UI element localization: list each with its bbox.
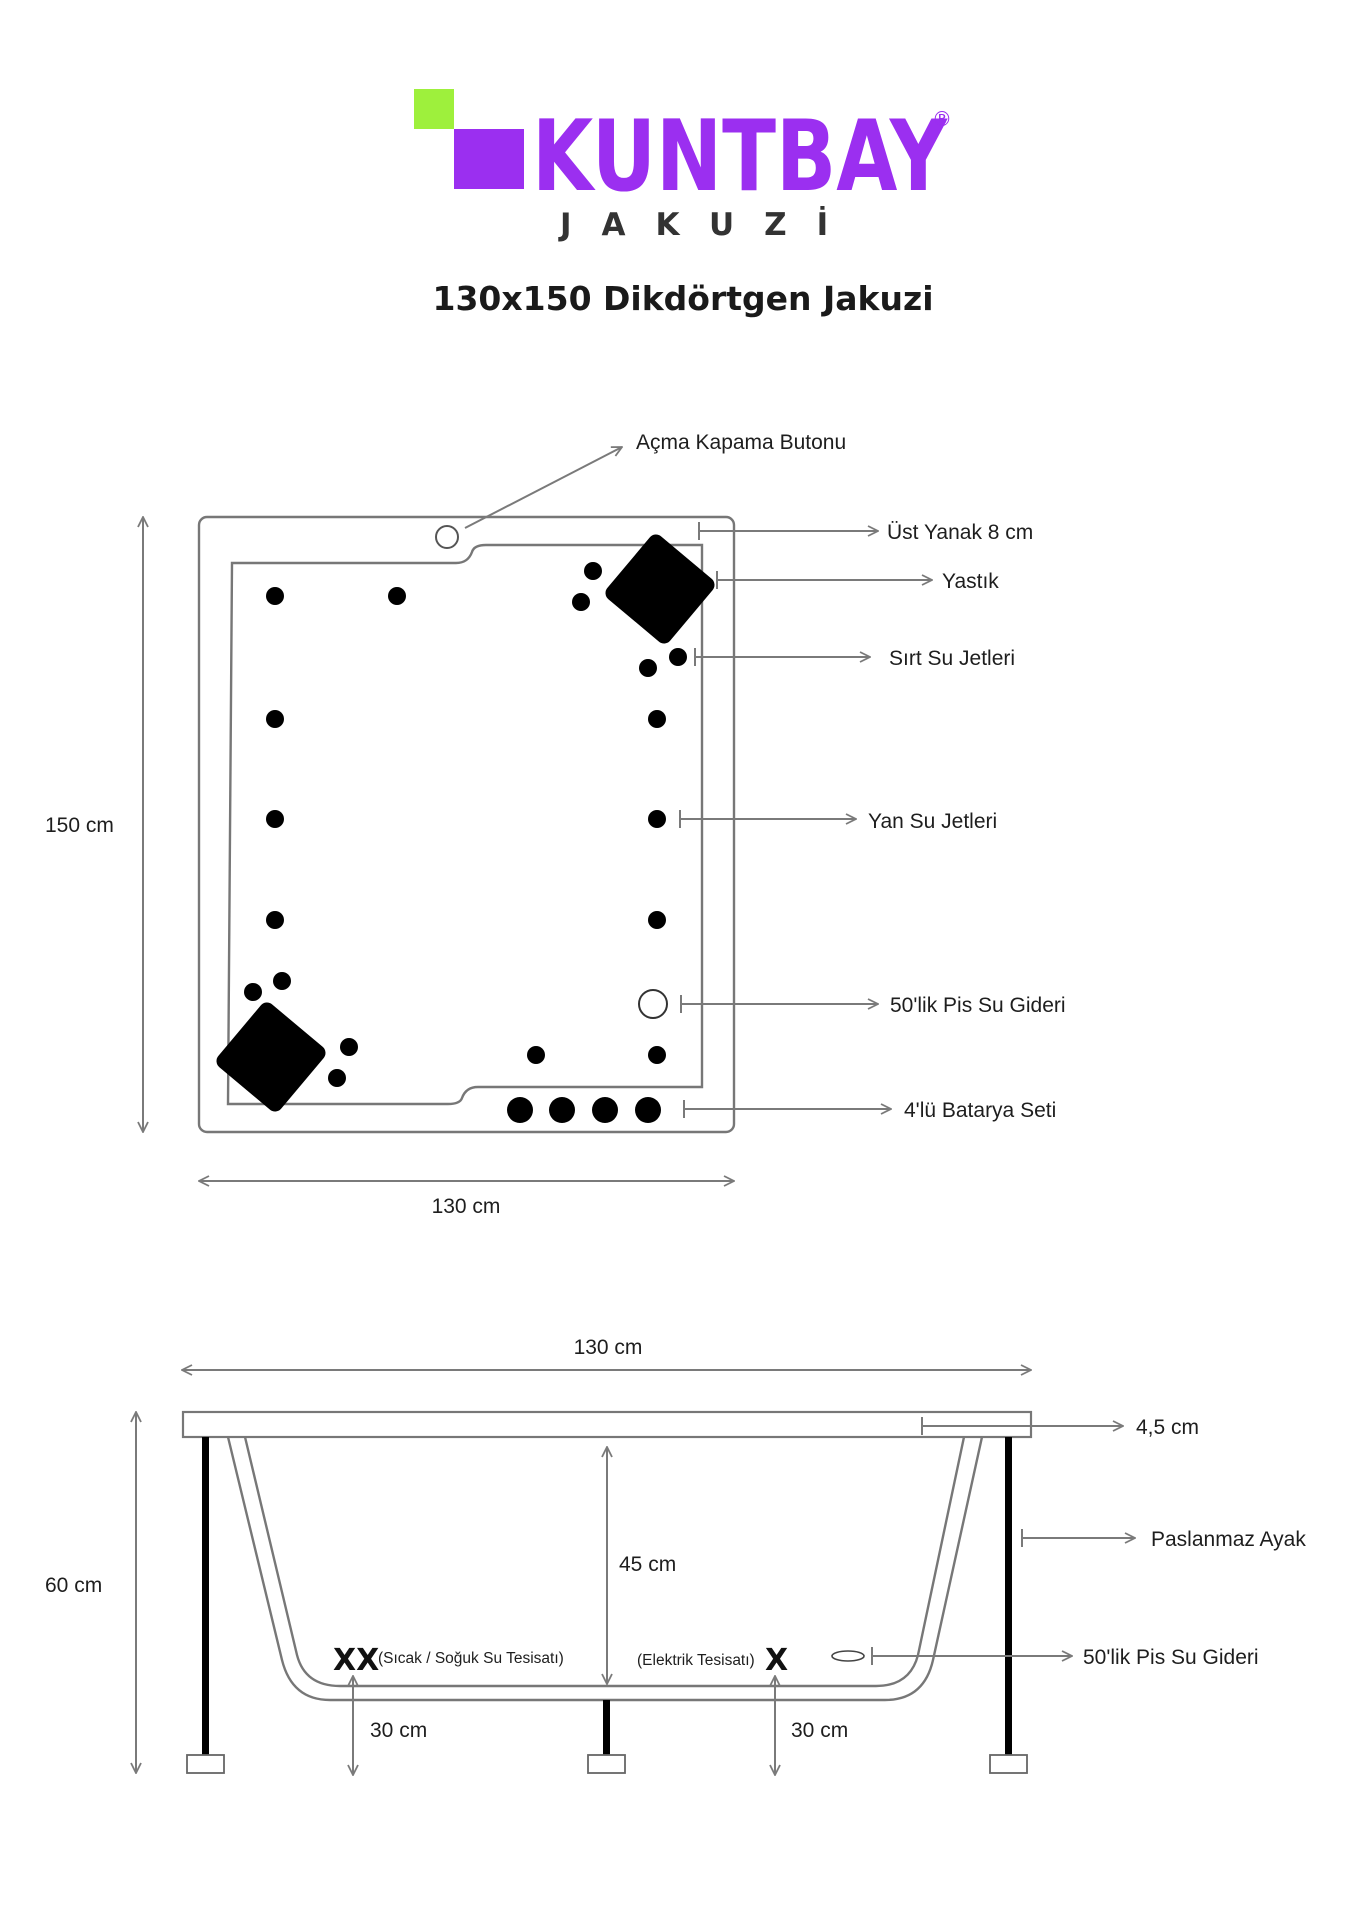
logo-purple-bar	[454, 129, 524, 189]
power-button-label: Açma Kapama Butonu	[636, 431, 846, 454]
leg-label: Paslanmaz Ayak	[1151, 1528, 1306, 1551]
side-width-dimension-label: 130 cm	[574, 1336, 643, 1359]
power-button-leader	[464, 447, 622, 529]
water-installation-mark: XX	[333, 1643, 379, 1678]
back-jet	[244, 983, 262, 1001]
foot-middle	[587, 1754, 626, 1774]
side-jets-label: Yan Su Jetleri	[868, 810, 997, 833]
back-jet	[328, 1069, 346, 1087]
drain-label: 50'lik Pis Su Gideri	[890, 994, 1066, 1017]
page-title: 130x150 Dikdörtgen Jakuzi	[432, 279, 933, 318]
battery-label: 4'lü Batarya Seti	[904, 1099, 1056, 1122]
pillow-label: Yastık	[942, 570, 999, 593]
width-dimension-label: 130 cm	[432, 1195, 501, 1218]
side-basin-inner	[243, 1436, 966, 1688]
side-jet	[648, 1046, 666, 1064]
brand-name: KUNTBAY	[532, 100, 948, 214]
power-button-icon	[435, 525, 459, 549]
side-jet	[266, 587, 284, 605]
side-height-dimension-label: 60 cm	[45, 1574, 102, 1597]
depth-dimension-label: 45 cm	[619, 1553, 676, 1576]
water-installation-label: (Sıcak / Soğuk Su Tesisatı)	[378, 1650, 564, 1667]
water-height-label: 30 cm	[370, 1719, 427, 1742]
battery-knob	[507, 1097, 533, 1123]
side-jet	[266, 911, 284, 929]
side-jet	[527, 1046, 545, 1064]
side-view: 130 cm 60 cm 45 cm 4,5 cm Paslanmaz Ayak…	[45, 1336, 1306, 1775]
drain-icon	[638, 989, 668, 1019]
side-jet	[648, 810, 666, 828]
back-jets-label: Sırt Su Jetleri	[889, 647, 1015, 670]
side-jet	[648, 911, 666, 929]
side-drain-icon	[831, 1650, 865, 1662]
top-view: Açma Kapama Butonu Üst Yanak 8 cm Yastık…	[45, 431, 1066, 1218]
side-jet	[266, 710, 284, 728]
top-rim-label: Üst Yanak 8 cm	[887, 521, 1033, 544]
back-jet	[584, 562, 602, 580]
side-jet	[266, 810, 284, 828]
electric-height-label: 30 cm	[791, 1719, 848, 1742]
pillow-bottom-left	[216, 1002, 326, 1112]
rim-label: 4,5 cm	[1136, 1416, 1199, 1439]
back-jet	[639, 659, 657, 677]
back-jet	[340, 1038, 358, 1056]
leg-left	[202, 1437, 209, 1755]
foot-left	[186, 1754, 225, 1774]
side-jet	[388, 587, 406, 605]
pillow-top-right	[605, 534, 715, 644]
logo-green-square	[414, 89, 454, 129]
brand-logo: KUNTBAY ® JAKUZİ	[414, 89, 952, 243]
side-drain-label: 50'lik Pis Su Gideri	[1083, 1646, 1259, 1669]
electric-installation-mark: X	[765, 1643, 788, 1678]
back-jet	[572, 593, 590, 611]
leg-middle	[603, 1700, 610, 1755]
battery-knob	[592, 1097, 618, 1123]
foot-right	[989, 1754, 1028, 1774]
side-rim	[181, 1410, 1033, 1439]
back-jet	[669, 648, 687, 666]
brand-subtitle: JAKUZİ	[558, 207, 858, 243]
battery-knob	[635, 1097, 661, 1123]
electric-installation-label: (Elektrik Tesisatı)	[637, 1652, 755, 1669]
tub-inner-basin	[226, 543, 704, 1106]
side-jet	[648, 710, 666, 728]
registered-mark: ®	[932, 107, 952, 131]
back-jet	[273, 972, 291, 990]
leg-right	[1005, 1437, 1012, 1755]
battery-knob	[549, 1097, 575, 1123]
height-dimension-label: 150 cm	[45, 814, 114, 837]
